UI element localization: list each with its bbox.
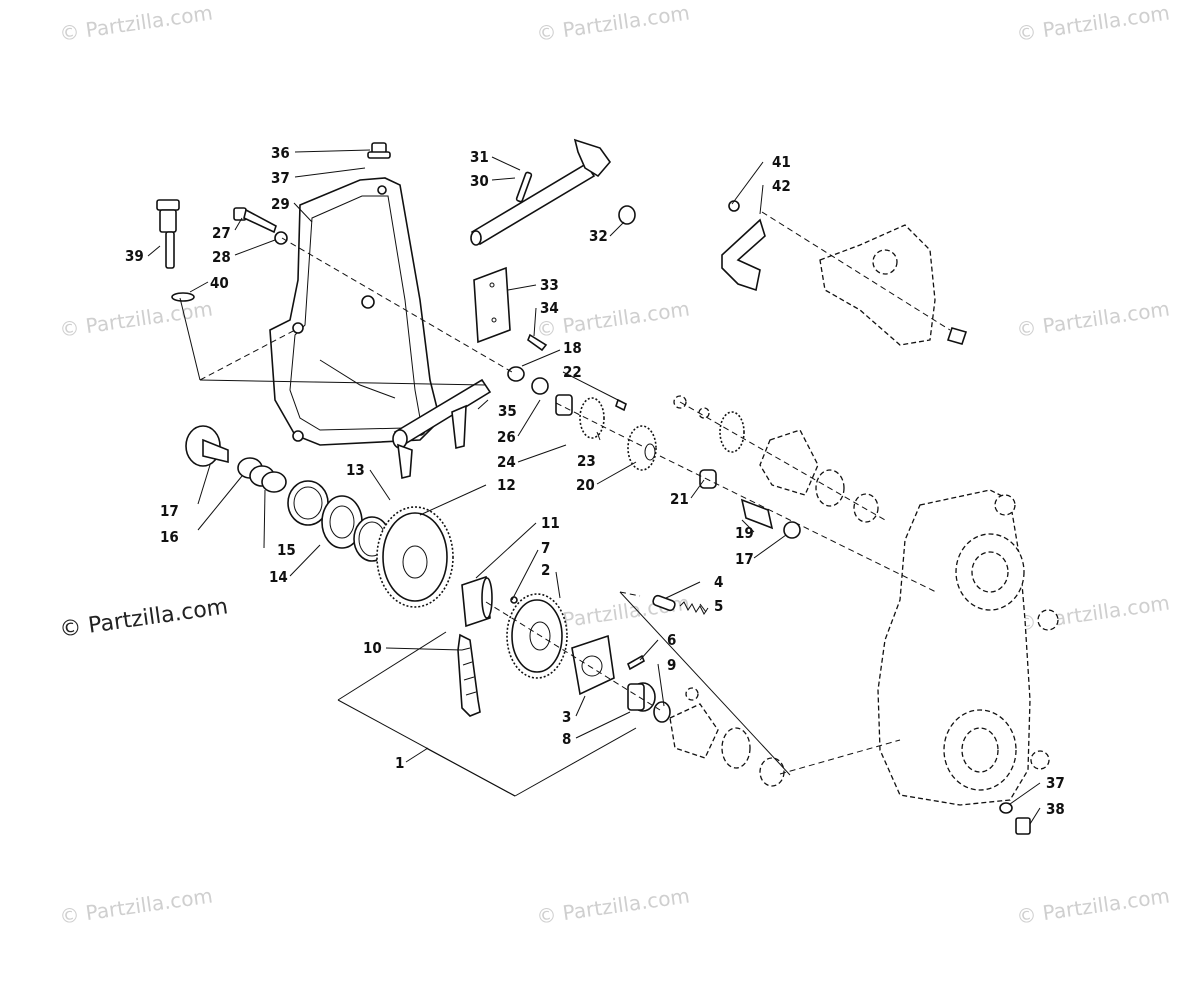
callout-37: 37	[1046, 774, 1065, 792]
callout-23: 23	[577, 452, 596, 470]
chain	[457, 633, 481, 717]
shift-shaft	[470, 138, 636, 246]
callout-15: 15	[277, 541, 296, 559]
callout-14: 14	[269, 568, 288, 586]
callout-3: 3	[562, 708, 571, 726]
callout-27: 27	[212, 224, 231, 242]
callout-38: 38	[1046, 800, 1065, 818]
detent-pin	[652, 594, 709, 615]
washers-and-bevel-gear	[287, 480, 391, 562]
callout-10: 10	[363, 639, 382, 657]
callout-21: 21	[670, 490, 689, 508]
callout-16: 16	[160, 528, 179, 546]
spline-hub	[461, 575, 493, 628]
callout-9: 9	[667, 656, 676, 674]
callout-26: 26	[497, 428, 516, 446]
callout-28: 28	[212, 248, 231, 266]
callout-35: 35	[498, 402, 517, 420]
callout-33: 33	[540, 276, 559, 294]
center-lines	[179, 211, 951, 776]
dipstick	[156, 199, 195, 302]
callout-20: 20	[576, 476, 595, 494]
bracket-assembly	[721, 200, 968, 346]
callout-30: 30	[470, 172, 489, 190]
callout-1: 1	[395, 754, 404, 772]
callout-19: 19	[735, 524, 754, 542]
callout-34: 34	[540, 299, 559, 317]
cover-bolt	[233, 207, 288, 245]
callout-39: 39	[125, 247, 144, 265]
callout-41: 41	[772, 153, 791, 171]
callout-40: 40	[210, 274, 229, 292]
right-upper-gears	[673, 395, 879, 523]
callout-8: 8	[562, 730, 571, 748]
callout-13: 13	[346, 461, 365, 479]
drain-plug	[999, 802, 1031, 835]
callout-32: 32	[589, 227, 608, 245]
bearing-and-plate	[571, 634, 671, 723]
callout-7: 7	[541, 539, 550, 557]
callout-31: 31	[470, 148, 489, 166]
callout-17: 17	[735, 550, 754, 568]
fill-plug	[367, 142, 391, 159]
callout-24: 24	[497, 453, 516, 471]
leader-lines	[147, 149, 1041, 825]
callout-17: 17	[160, 502, 179, 520]
callout-11: 11	[541, 514, 560, 532]
callout-18: 18	[563, 339, 582, 357]
callout-labels: 1 2 3 4 5 6 7 8 9 10 11 12 13 14 15 16 1…	[125, 144, 1065, 818]
callout-42: 42	[772, 177, 791, 195]
gearcase-housing	[877, 489, 1059, 806]
shift-fork	[392, 378, 492, 479]
callout-4: 4	[714, 573, 723, 591]
callout-12: 12	[497, 476, 516, 494]
right-lower-gears	[669, 687, 785, 787]
callout-6: 6	[667, 631, 676, 649]
lower-shaft-parts	[699, 469, 801, 539]
large-sprocket	[376, 506, 454, 608]
upper-shaft-parts	[507, 366, 657, 471]
reverse-gear	[506, 593, 568, 679]
chaincase-cover	[269, 177, 441, 446]
callout-5: 5	[714, 597, 723, 615]
hub-assembly	[185, 425, 287, 493]
callout-37: 37	[271, 169, 290, 187]
callout-2: 2	[541, 561, 550, 579]
callout-22: 22	[563, 363, 582, 381]
callout-29: 29	[271, 195, 290, 213]
shift-plate	[473, 266, 548, 352]
callout-36: 36	[271, 144, 290, 162]
